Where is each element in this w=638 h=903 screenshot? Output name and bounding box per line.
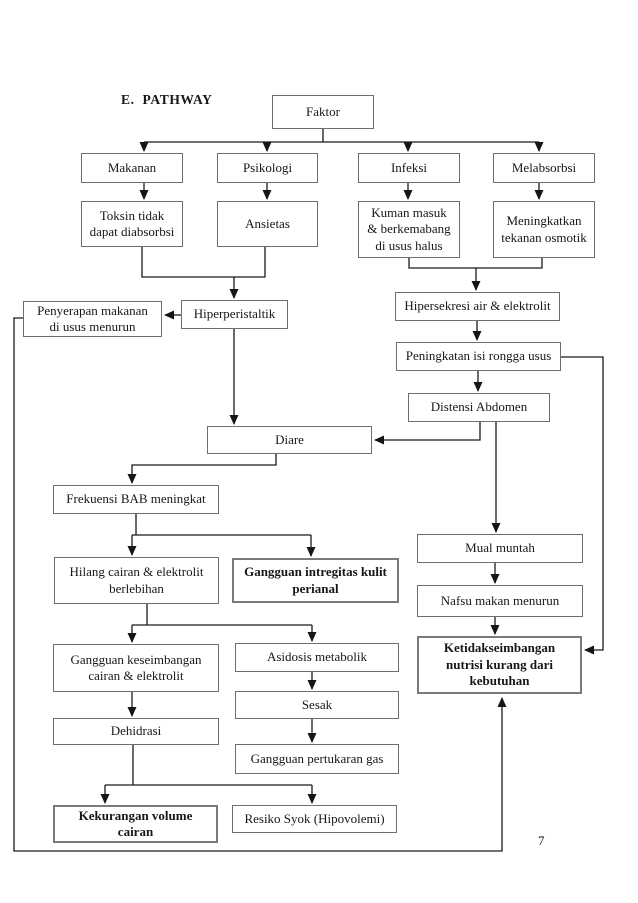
melabsorbsi-label: Melabsorbsi [511,159,577,175]
infeksi-label: Infeksi [390,159,428,175]
faktor-label: Faktor [306,103,340,119]
node-toksin: Toksin tidak dapat diabsorbsi [81,201,183,247]
intregitas-label: Gangguan intregitas kulit perianal [244,564,387,596]
dehidrasi-label: Dehidrasi [110,723,162,739]
merge-toksin-ansietas [141,247,266,278]
edge-diare-frekuensi [127,454,277,484]
frekuensi-label: Frekuensi BAB meningkat [66,491,206,507]
merge-kuman-meningkatkan [408,258,543,269]
sesak-label: Sesak [301,696,333,712]
kekurangan-label: Kekurangan volume cairan [78,807,193,839]
peningkatan-label: Peningkatan isi rongga usus [405,348,552,364]
node-frekuensi: Frekuensi BAB meningkat [53,485,219,514]
ansietas-label: Ansietas [245,215,290,231]
resiko-label: Resiko Syok (Hipovolemi) [244,810,385,826]
edge-distensi-diare [374,422,481,445]
hilang-label: Hilang cairan & elektrolit berlebihan [69,564,204,596]
page-number: 7 [538,833,545,848]
toksin-label: Toksin tidak dapat diabsorbsi [89,207,175,239]
nafsu-label: Nafsu makan menurun [440,592,560,608]
makanan-label: Makanan [107,159,157,175]
node-intregitas: Gangguan intregitas kulit perianal [232,558,399,603]
node-dehidrasi: Dehidrasi [53,718,219,745]
node-distensi: Distensi Abdomen [408,393,550,422]
node-psikologi: Psikologi [217,153,318,183]
meningkatkan-label: Meningkatkan tekanan osmotik [501,213,587,245]
mual-label: Mual muntah [465,540,535,556]
psikologi-label: Psikologi [242,159,293,175]
node-meningkatkan: Meningkatkan tekanan osmotik [493,201,595,258]
node-melabsorbsi: Melabsorbsi [493,153,595,183]
pertukaran-label: Gangguan pertukaran gas [250,750,384,766]
node-ansietas: Ansietas [217,201,318,247]
distensi-label: Distensi Abdomen [430,399,528,415]
node-pertukaran: Gangguan pertukaran gas [235,744,399,774]
keseimbangan-label: Gangguan keseimbangan cairan & elektroli… [70,651,202,683]
node-resiko: Resiko Syok (Hipovolemi) [232,805,397,833]
node-kekurangan: Kekurangan volume cairan [53,805,218,843]
node-diare: Diare [207,426,372,454]
ketidakseimbangan-label: Ketidakseimbangan nutrisi kurang dari ke… [443,640,556,689]
node-mual: Mual muntah [417,534,583,563]
node-faktor: Faktor [272,95,374,129]
section-title: E. PATHWAY [121,92,213,107]
node-nafsu: Nafsu makan menurun [417,585,583,617]
node-hipersekresi: Hipersekresi air & elektrolit [395,292,560,321]
node-asidosis: Asidosis metabolik [235,643,399,672]
node-infeksi: Infeksi [358,153,460,183]
node-hiperperistaltik: Hiperperistaltik [181,300,288,329]
node-sesak: Sesak [235,691,399,719]
node-makanan: Makanan [81,153,183,183]
hipersekresi-label: Hipersekresi air & elektrolit [404,298,551,314]
diare-label: Diare [275,431,304,447]
kuman-label: Kuman masuk & berkemabang di usus halus [367,204,451,253]
asidosis-label: Asidosis metabolik [266,649,368,665]
node-peningkatan: Peningkatan isi rongga usus [396,342,561,371]
node-penyerapan: Penyerapan makanan di usus menurun [23,301,162,337]
node-kuman: Kuman masuk & berkemabang di usus halus [358,201,460,258]
hiperperistaltik-label: Hiperperistaltik [193,306,276,322]
penyerapan-label: Penyerapan makanan di usus menurun [37,303,148,335]
node-hilang: Hilang cairan & elektrolit berlebihan [54,557,219,604]
node-ketidakseimbangan: Ketidakseimbangan nutrisi kurang dari ke… [417,636,582,694]
node-keseimbangan: Gangguan keseimbangan cairan & elektroli… [53,644,219,692]
